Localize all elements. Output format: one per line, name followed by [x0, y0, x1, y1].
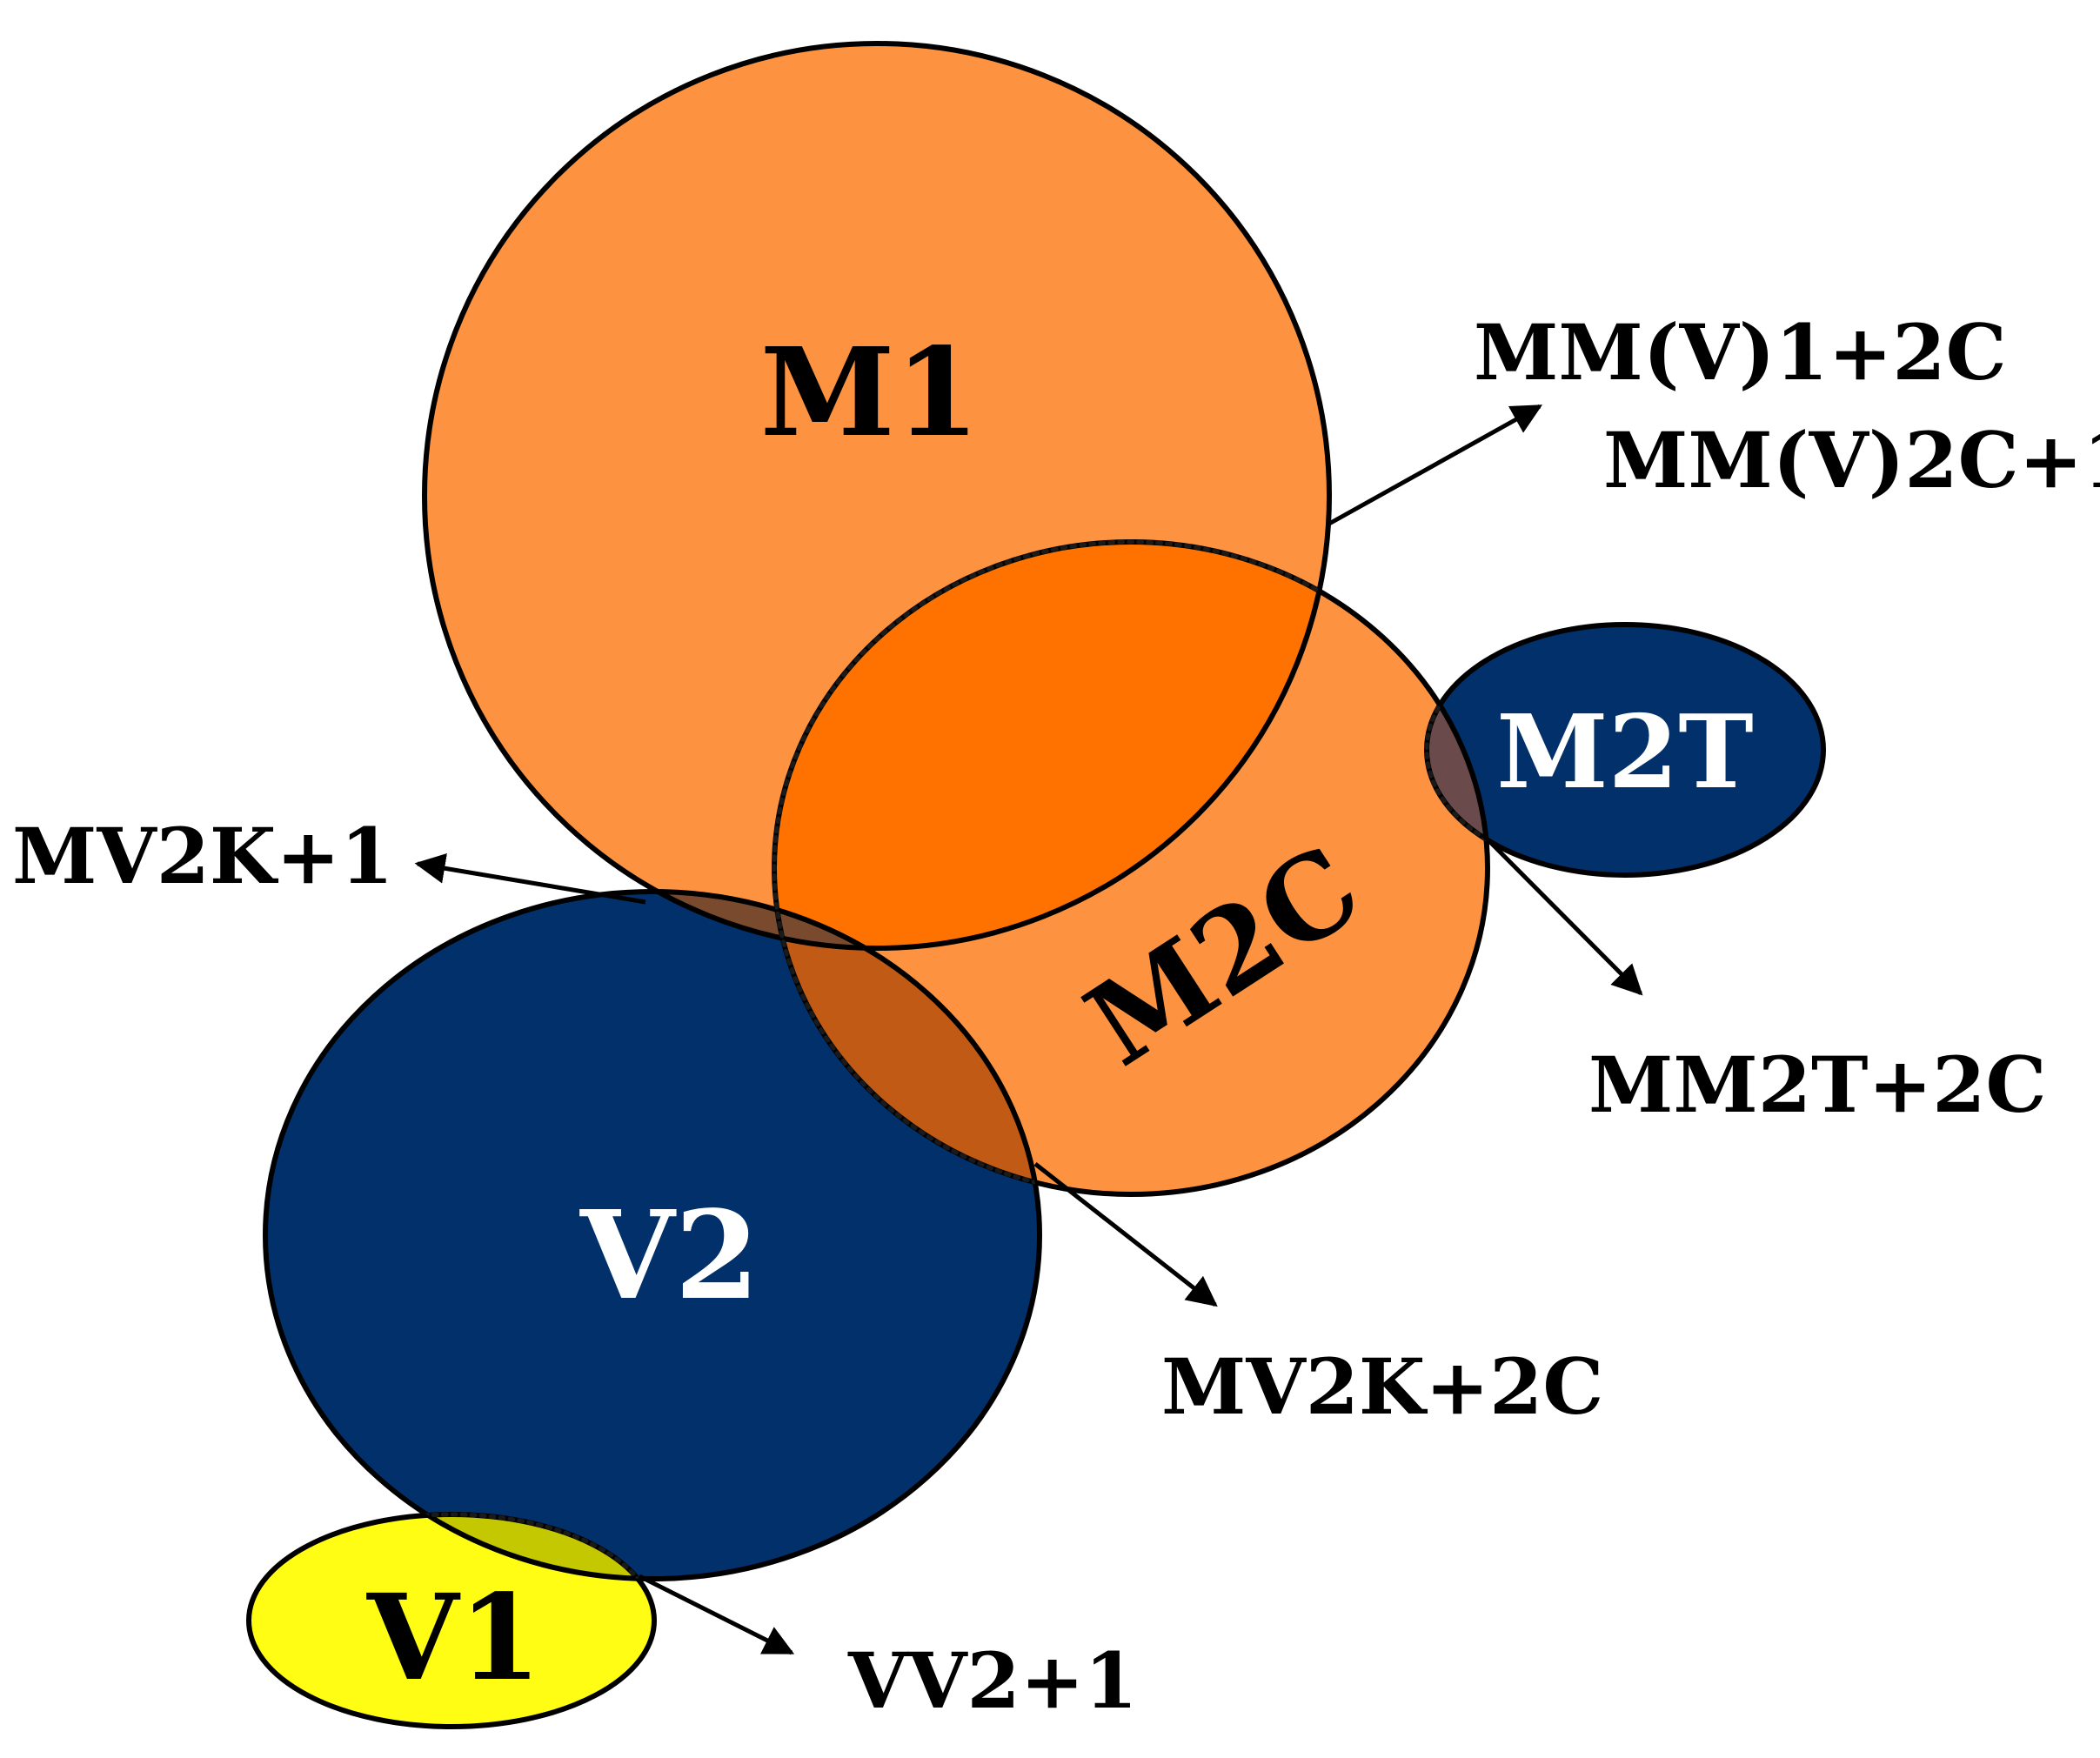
arrow-vv2-1 — [638, 1574, 795, 1655]
arrow-mv2k-2c — [1033, 1162, 1218, 1307]
v2-outline — [263, 889, 1042, 1581]
overlap-v2-m2c — [774, 892, 1040, 1194]
arrow-mm2t-2c — [1481, 833, 1643, 996]
m1-label: M1 — [760, 322, 980, 465]
arrow-mm-v-1-2c — [1328, 404, 1543, 526]
annotation-mm-v-1-2c: MM(V)1+2C — [1474, 307, 2007, 398]
annotation-vv2-1: VV2+1 — [847, 1635, 1138, 1726]
m2t-label: M2T — [1496, 693, 1753, 812]
m1-outline — [422, 41, 1332, 951]
annotation-mm-v-2c-1: MM(V)2C+1 — [1603, 415, 2100, 505]
annotation-mv2k-1: MV2K+1 — [12, 811, 393, 901]
arrow-mv2k-1 — [414, 852, 646, 905]
v2-label: V2 — [579, 1185, 759, 1327]
annotation-mm2t-2c: MM2T+2C — [1588, 1039, 2047, 1130]
v1-dotted-outline — [265, 1512, 657, 1579]
annotation-mv2k-2c: MV2K+2C — [1161, 1341, 1603, 1432]
m2t-set — [1427, 625, 1823, 875]
m2t-dotted-outline — [1424, 622, 1488, 878]
v1-label: V1 — [366, 1568, 541, 1708]
m2c-dotted-outline — [772, 539, 1329, 948]
